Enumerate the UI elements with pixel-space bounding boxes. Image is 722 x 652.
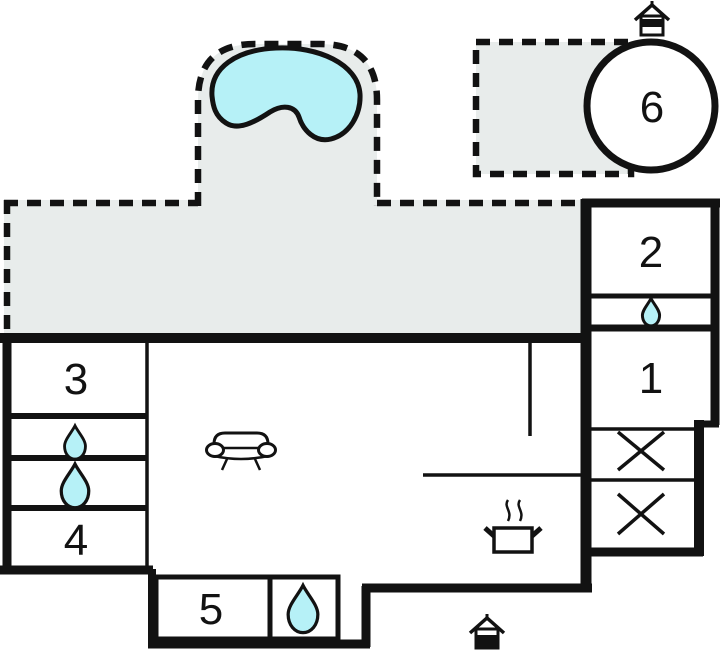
x-mark-icon bbox=[616, 492, 666, 536]
terrace-area bbox=[4, 42, 631, 338]
water-drop-icon bbox=[63, 422, 87, 461]
room-6: 6 bbox=[583, 38, 719, 174]
building-footprint bbox=[3, 203, 719, 645]
x-mark-icon bbox=[616, 430, 666, 472]
cooking-pot-icon bbox=[483, 499, 543, 554]
water-drop-icon bbox=[59, 460, 91, 510]
water-drop-icon bbox=[640, 295, 662, 328]
room-1-label: 1 bbox=[639, 354, 663, 403]
entrance-house-icon bbox=[468, 614, 506, 650]
room-4-label: 4 bbox=[64, 516, 88, 565]
water-drop-icon bbox=[286, 581, 320, 635]
sofa-icon bbox=[205, 431, 277, 471]
entrance-house-icon bbox=[633, 1, 671, 37]
inner-walls bbox=[145, 338, 699, 570]
room-5-label: 5 bbox=[199, 585, 223, 634]
room-5-block: 5 bbox=[153, 574, 341, 642]
room-6-label: 6 bbox=[640, 83, 664, 132]
right-room-column: 2 1 bbox=[590, 228, 715, 403]
pool-area-dashed-outline bbox=[194, 40, 381, 206]
room-2-label: 2 bbox=[639, 228, 663, 277]
pool-icon bbox=[209, 45, 363, 143]
outer-walls bbox=[0, 198, 720, 649]
room-3-label: 3 bbox=[64, 355, 88, 404]
